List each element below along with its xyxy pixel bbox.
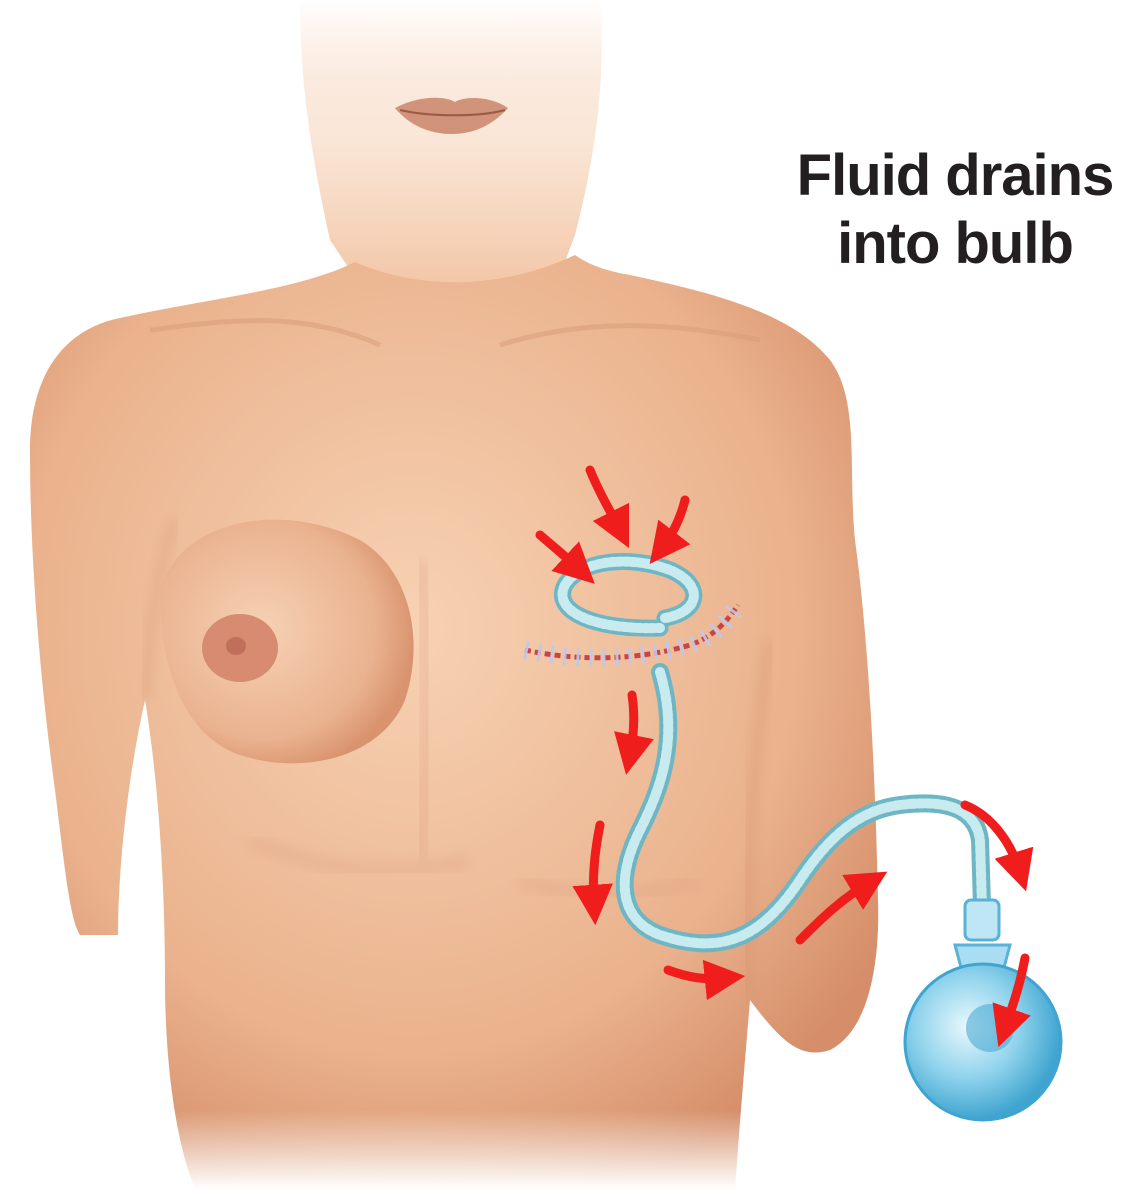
caption-line-2: into bulb <box>770 210 1140 278</box>
nipple <box>226 637 246 655</box>
drain-bulb-icon <box>905 900 1061 1120</box>
caption-line-1: Fluid drains <box>770 142 1140 210</box>
caption: Fluid drains into bulb <box>770 142 1140 278</box>
fluid-flow-arrow-icon <box>630 695 634 755</box>
neck <box>300 0 602 295</box>
